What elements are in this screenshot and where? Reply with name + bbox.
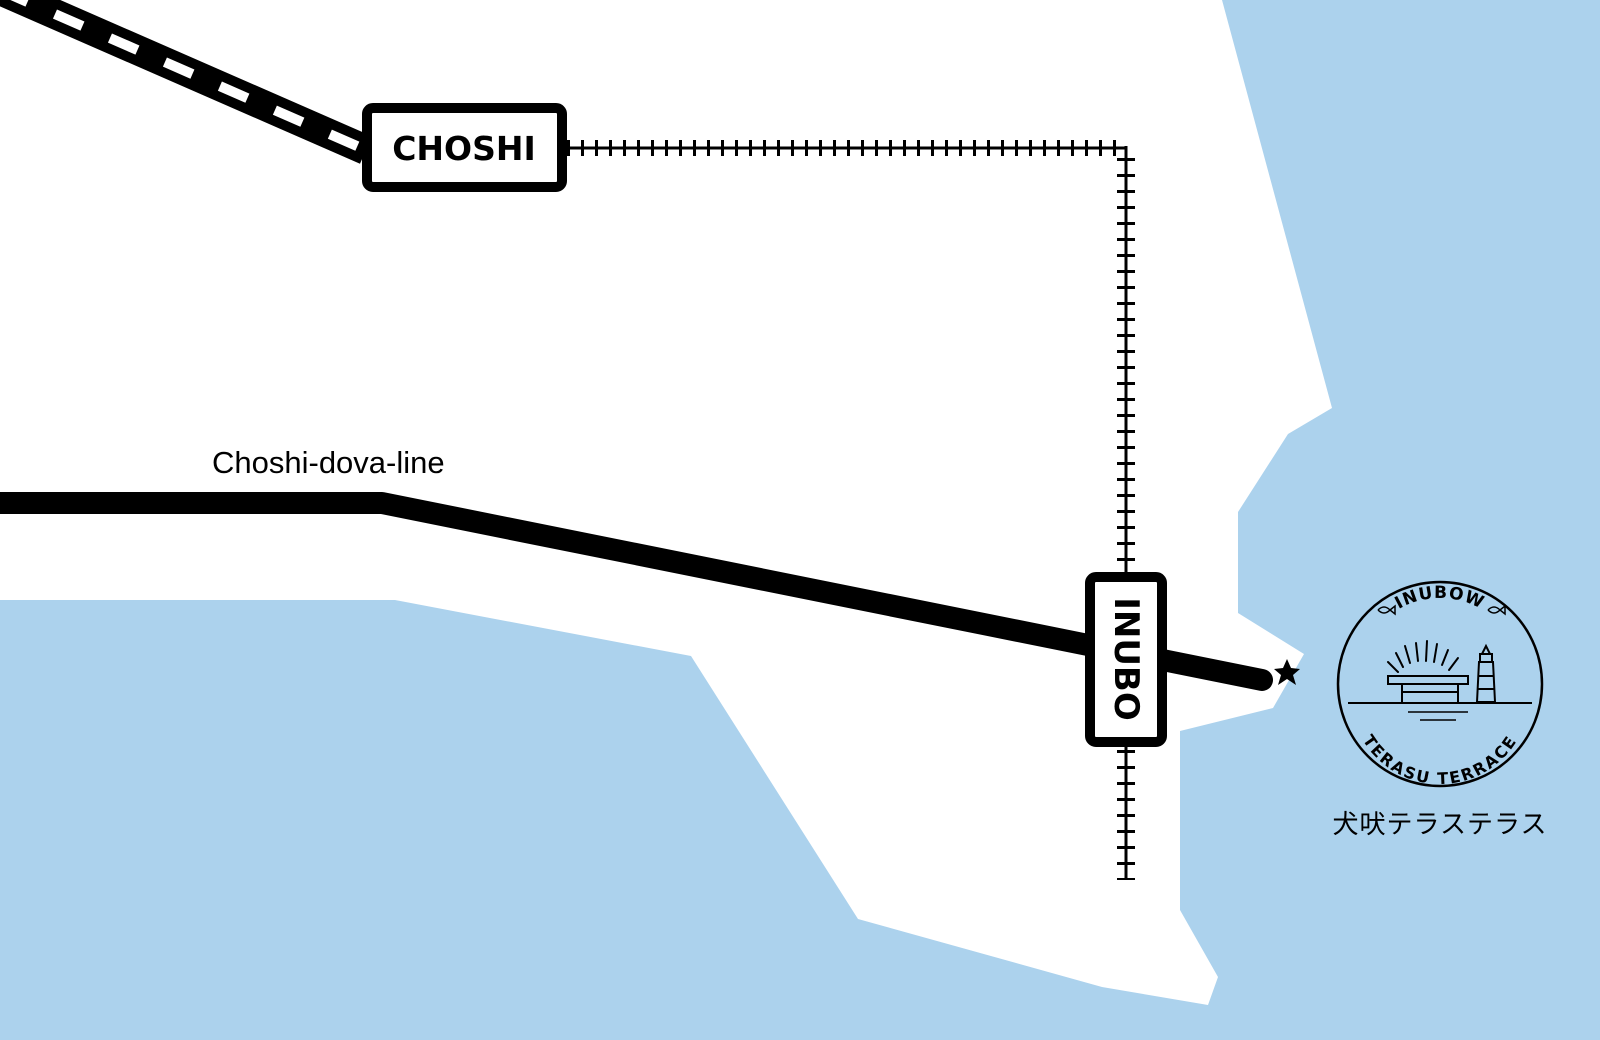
jr-line <box>0 0 373 164</box>
sun-rays-icon <box>1387 640 1459 673</box>
station-inubo[interactable]: INUBO <box>1085 572 1167 747</box>
station-choshi-label: CHOSHI <box>392 129 536 168</box>
terrace-structure-icon <box>1387 675 1469 702</box>
fish-icon <box>1377 604 1396 616</box>
choshi-electric-railway <box>562 140 1135 880</box>
station-inubo-label: INUBO <box>1106 597 1146 721</box>
star-icon <box>1274 659 1300 685</box>
choshi-dova-line-label: Choshi-dova-line <box>212 445 445 480</box>
choshi-dova-line <box>0 492 1273 691</box>
station-choshi[interactable]: CHOSHI <box>362 103 567 192</box>
logo-japanese-name: 犬吠テラステラス <box>1333 810 1548 840</box>
fish-icon <box>1487 604 1506 616</box>
lighthouse-terrace-badge-icon <box>1336 580 1544 788</box>
land-area <box>0 0 1332 1005</box>
